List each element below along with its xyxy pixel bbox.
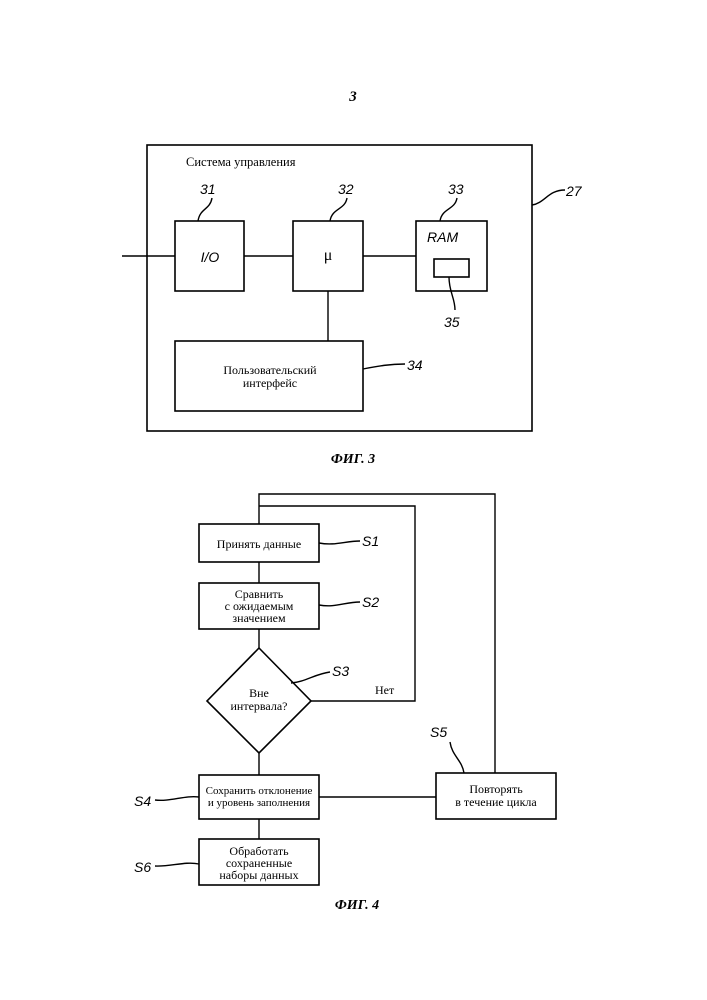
user-interface-label-line1: Пользовательский	[223, 363, 317, 377]
ref-27-leader	[532, 190, 565, 205]
user-interface-label-line2: интерфейс	[243, 376, 297, 390]
ram-memory-area	[434, 259, 469, 277]
step-s2-label-line3: значением	[232, 611, 286, 625]
page-number: 3	[348, 89, 357, 105]
ref-s4-leader	[155, 797, 199, 801]
step-s5-label-line1: Повторять	[469, 782, 523, 796]
ref-31-label: 31	[200, 181, 216, 197]
step-s6-label-line3: наборы данных	[219, 868, 298, 882]
ref-s2-label: S2	[362, 594, 379, 610]
step-s1-label: Принять данные	[217, 537, 301, 551]
control-system-title: Система управления	[186, 155, 296, 169]
ref-s5-leader	[450, 742, 464, 773]
ref-s6-leader	[155, 863, 199, 866]
fig3-control-system-diagram: Система управления 27 I/O 31 μ 32 RAM 33…	[122, 145, 583, 467]
fig3-caption: ФИГ. 3	[331, 452, 375, 467]
ram-label: RAM	[427, 229, 458, 245]
fig4-flowchart: Принять данные S1 Сравнить с ожидаемым з…	[134, 494, 556, 913]
ref-s2-leader	[319, 602, 360, 606]
ref-s3-leader	[291, 672, 330, 683]
fig4-caption: ФИГ. 4	[335, 898, 379, 913]
no-branch-label: Нет	[375, 683, 395, 697]
step-s5-label-line2: в течение цикла	[455, 795, 537, 809]
ref-s1-leader	[319, 541, 360, 544]
ref-35-label: 35	[444, 314, 460, 330]
ref-32-label: 32	[338, 181, 354, 197]
ref-34-label: 34	[407, 357, 423, 373]
ref-33-label: 33	[448, 181, 464, 197]
ref-27-label: 27	[565, 183, 583, 199]
decision-s3-label-line2: интервала?	[231, 699, 288, 713]
ref-s3-label: S3	[332, 663, 349, 679]
microprocessor-label: μ	[324, 247, 333, 264]
ref-s1-label: S1	[362, 533, 379, 549]
ref-s4-label: S4	[134, 793, 151, 809]
step-s4-label-line1: Сохранить отклонение	[206, 785, 313, 797]
step-s4-label-line2: и уровень заполнения	[208, 797, 310, 809]
decision-s3-label-line1: Вне	[249, 686, 269, 700]
ref-s5-label: S5	[430, 724, 447, 740]
io-block-label: I/O	[201, 249, 220, 265]
ref-s6-label: S6	[134, 859, 151, 875]
